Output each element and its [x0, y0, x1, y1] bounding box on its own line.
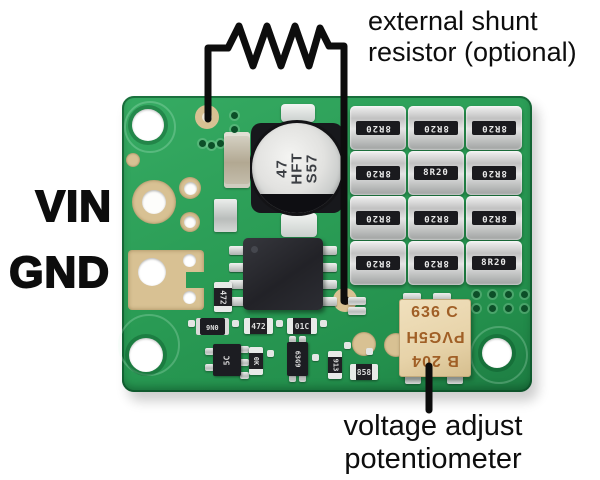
shunt-marking: 8R20: [365, 168, 391, 178]
shunt-resistor: 8R20: [408, 106, 464, 150]
via-dot: [489, 291, 496, 298]
sot-pin: [299, 375, 306, 382]
sot-pin: [240, 359, 249, 366]
via-dot: [199, 140, 206, 147]
shunt-resistor: 8R20: [350, 106, 406, 150]
shunt-resistor-label: external shunt resistor (optional): [368, 6, 577, 67]
shunt-resistor: 8R20: [466, 196, 522, 240]
sot-ic-63g9: 63G9: [287, 342, 308, 376]
vin-pad: [132, 180, 176, 224]
via-dot: [217, 140, 224, 147]
shunt-resistor: 8R20: [350, 241, 406, 285]
pot-marking: B 204: [411, 352, 459, 369]
shunt-marking: 8R20: [423, 168, 449, 178]
silkscreen-trace: [124, 101, 176, 153]
shunt-resistor: 8R20: [350, 196, 406, 240]
shunt-resistor: 8R20: [408, 196, 464, 240]
shunt-resistor: 8R20: [408, 241, 464, 285]
via-dot: [473, 305, 480, 312]
sot-pin: [240, 372, 249, 379]
shunt-marking: 8R20: [481, 213, 507, 223]
shunt-marking: 8R20: [423, 213, 449, 223]
shunt-marking: 8R20: [365, 213, 391, 223]
via-dot: [473, 291, 480, 298]
shunt-marking: 8R20: [365, 258, 391, 268]
small-pad: [180, 212, 200, 232]
sot-pin: [205, 348, 214, 355]
shunt-resistor: 8R20: [350, 151, 406, 195]
resistor-472-vertical: 472: [214, 282, 232, 312]
gnd-pad: [128, 250, 204, 310]
via-dot: [505, 291, 512, 298]
sot-pin: [240, 346, 249, 353]
via-dot: [505, 305, 512, 312]
resistor-858: 858: [350, 364, 378, 380]
shunt-marking: 8R20: [481, 123, 507, 133]
resistor-913-vertical: 913: [328, 351, 342, 379]
solder-pad: [267, 350, 274, 357]
mounting-hole-bottom-left: [129, 338, 163, 372]
sot-pin: [205, 364, 214, 371]
vin-label: VIN: [35, 181, 112, 232]
diode: 0N6: [196, 318, 229, 335]
solder-pad: [344, 342, 351, 349]
voltage-adjust-potentiometer: 636 C PVG5H B 204: [399, 299, 471, 377]
via-dot: [231, 112, 238, 119]
mounting-hole-top-left: [132, 109, 164, 141]
via-dot: [521, 291, 528, 298]
resistor-472: 472: [244, 318, 273, 334]
solder-pad: [366, 348, 373, 355]
via: [126, 153, 140, 167]
sot-pin: [299, 336, 306, 343]
via-dot: [231, 126, 238, 133]
shunt-marking: 8R20: [481, 258, 507, 268]
solder-pad: [312, 354, 319, 361]
pot-label: voltage adjust potentiometer: [343, 410, 523, 475]
via-dot: [521, 305, 528, 312]
via-dot: [489, 305, 496, 312]
sot23-transistor: 5C: [213, 344, 241, 376]
shunt-resistor: 8R20: [466, 151, 522, 195]
shunt-marking: 8R20: [481, 168, 507, 178]
smd-pad: [348, 307, 366, 315]
silkscreen-trace: [470, 326, 528, 384]
via-dot: [208, 142, 215, 149]
small-pad: [179, 177, 201, 199]
resistor-0k-vertical: 0K: [249, 347, 263, 375]
sot-pin: [289, 336, 296, 343]
gnd-label: GND: [8, 247, 110, 298]
shunt-marking: 8R20: [423, 258, 449, 268]
solder-pad: [232, 320, 239, 327]
pot-marking: PVG5H: [405, 328, 465, 345]
shunt-marking: 8R20: [365, 123, 391, 133]
solder-pad: [188, 320, 195, 327]
silkscreen-trace: [118, 314, 180, 376]
resistor-01c: 01C: [287, 318, 317, 334]
shunt-marking: 8R20: [423, 123, 449, 133]
shunt-resistor: 8R20: [466, 241, 522, 285]
shunt-resistor: 8R20: [466, 106, 522, 150]
solder-pad: [276, 320, 283, 327]
shunt-resistor-grid: 8R20 8R20 8R20 8R20 8R20 8R20 8R20 8R20 8R20 8R20…: [122, 96, 532, 392]
smd-pad: [348, 297, 366, 305]
sot-pin: [289, 375, 296, 382]
shunt-resistor: 8R20: [408, 151, 464, 195]
solder-pad: [320, 320, 327, 327]
mounting-hole-bottom-right: [482, 338, 512, 368]
pot-marking: 636 C: [411, 304, 459, 321]
